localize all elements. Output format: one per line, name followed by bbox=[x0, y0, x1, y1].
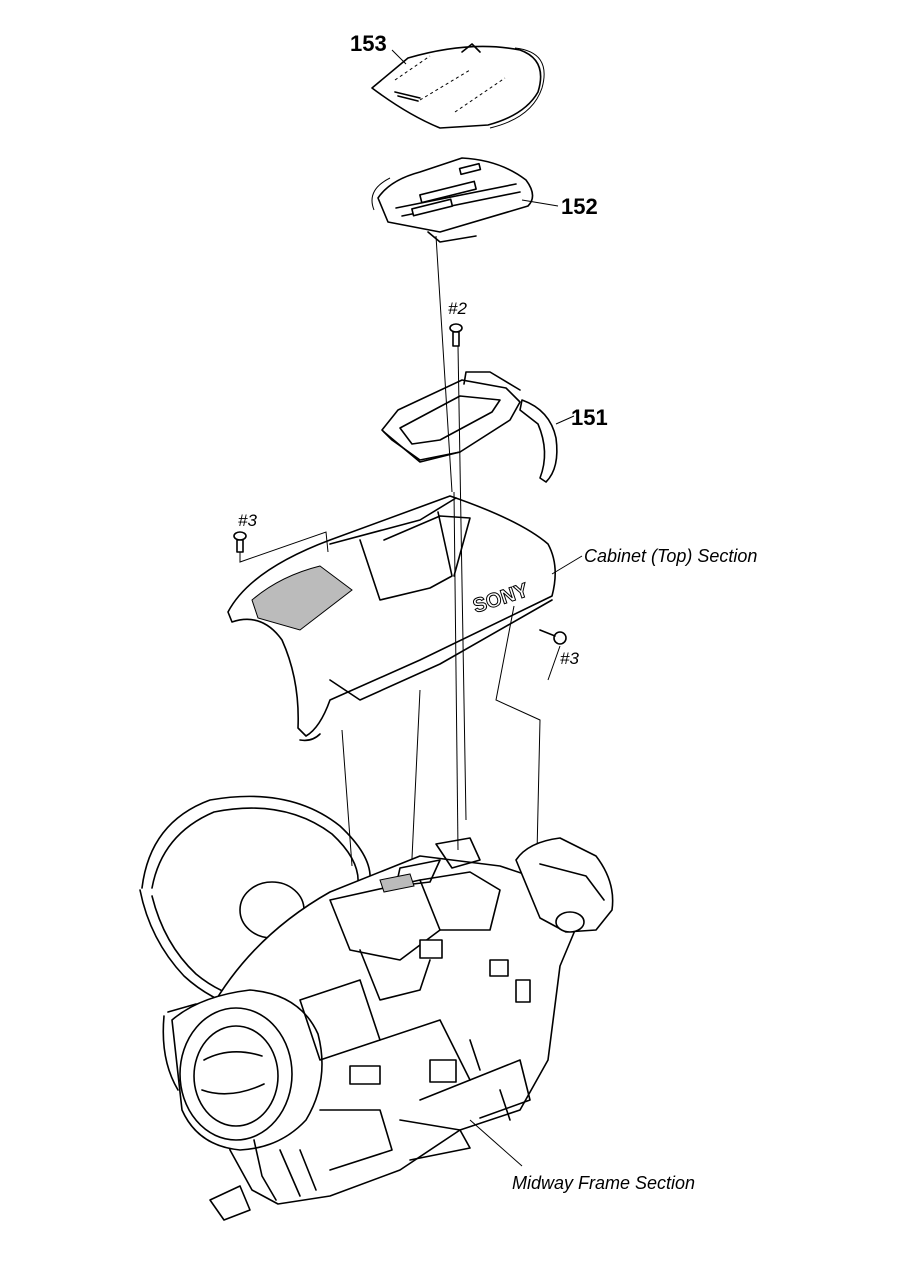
part-151-frame bbox=[381, 371, 558, 483]
screw-3-left bbox=[233, 531, 247, 553]
midway-frame-section bbox=[139, 795, 614, 1221]
label-screw-3-right: #3 bbox=[560, 649, 579, 668]
label-cabinet-top-section: Cabinet (Top) Section bbox=[584, 546, 758, 566]
leader-153 bbox=[391, 49, 407, 65]
leader-151 bbox=[555, 415, 575, 425]
label-part-153: 153 bbox=[350, 31, 387, 56]
screw-2 bbox=[449, 323, 463, 347]
label-part-151: 151 bbox=[571, 405, 608, 430]
assembly-guide-lines bbox=[239, 235, 561, 987]
label-midway-frame-section: Midway Frame Section bbox=[512, 1173, 696, 1193]
part-152-plate bbox=[371, 157, 534, 243]
leader-152 bbox=[521, 199, 559, 207]
cabinet-top-section bbox=[227, 495, 556, 742]
leader-cabinet bbox=[551, 555, 583, 575]
label-screw-3-left: #3 bbox=[238, 511, 257, 530]
part-153-sheet bbox=[371, 43, 545, 129]
label-part-152: 152 bbox=[561, 194, 598, 219]
leader-midway bbox=[469, 1119, 523, 1167]
label-screw-2: #2 bbox=[448, 299, 467, 318]
screw-3-right bbox=[539, 629, 567, 645]
